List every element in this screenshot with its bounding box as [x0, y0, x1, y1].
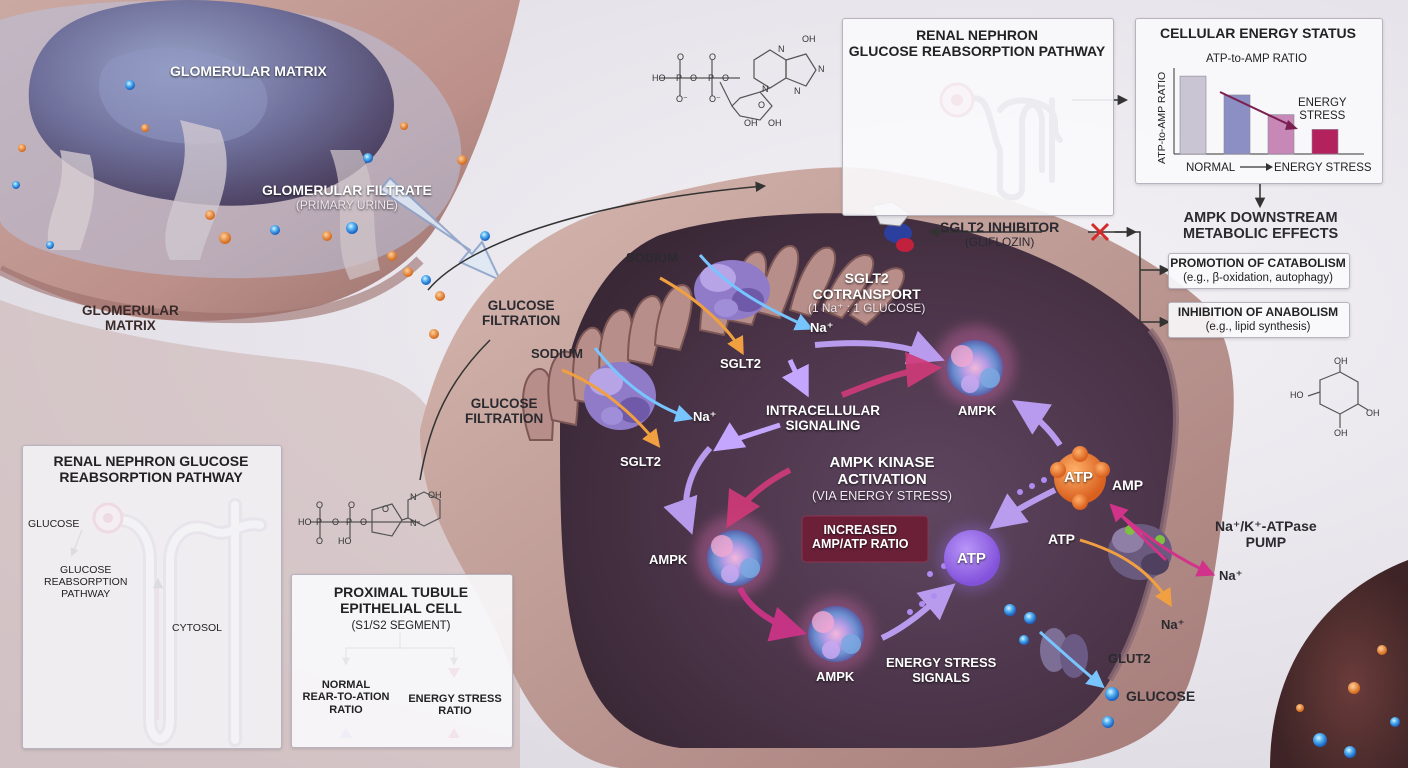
glucose-structure-right	[1307, 364, 1369, 428]
ampk-kinase-activation-label: AMPK KINASE ACTIVATION (VIA ENERGY STRES…	[812, 454, 953, 503]
energy-stress-signals-label: ENERGY STRESS SIGNALS	[886, 655, 997, 685]
glomerular-filtrate-label: GLOMERULAR FILTRATE (PRIMARY URINE)	[262, 182, 432, 212]
amp-label: AMP	[1112, 477, 1144, 493]
energy-status-panel	[1135, 18, 1383, 184]
tissue-particles	[1296, 645, 1400, 758]
increased-ratio-label: INCREASED AMP/ATP RATIO	[812, 523, 909, 551]
ampk-complex-top	[947, 340, 1003, 396]
cell-info-right-label: ENERGY STRESS RATIO	[408, 693, 502, 718]
sodium-label-1: SODIUM	[626, 250, 678, 265]
energy-bar-4	[1311, 129, 1339, 155]
atp-purple-molecule	[938, 524, 1006, 592]
anabolism-label: INHIBITION OF ANABOLISM (e.g., lipid syn…	[1177, 305, 1339, 333]
atp-orange-label: ATP	[1064, 469, 1093, 486]
ampk-bottom-label: AMPK	[816, 669, 855, 684]
energy-panel-title: CELLULAR ENERGY STATUS	[1159, 25, 1356, 41]
glomerular-matrix-left-label: GLOMERULAR MATRIX	[82, 303, 179, 334]
glomerular-matrix-top-label: GLOMERULAR MATRIX	[170, 63, 327, 79]
na-pump-out-label: Na⁺	[1219, 568, 1243, 583]
basolateral-membrane	[1107, 328, 1179, 682]
atp-purple-label: ATP	[957, 550, 986, 567]
cell-info-panel	[291, 574, 513, 748]
anabolism-box	[1168, 302, 1350, 338]
ampk-complex-bottom	[808, 606, 864, 662]
sglt2-transporter-1	[694, 260, 770, 320]
energy-bar-2	[1223, 94, 1251, 155]
cell-info-title: PROXIMAL TUBULE EPITHELIAL CELL	[333, 584, 469, 616]
glucose-filtration-label-1: GLUCOSE FILTRATION	[482, 298, 561, 329]
sodium-label-2: SODIUM	[531, 346, 583, 361]
catabolism-box	[1168, 253, 1350, 289]
increased-ratio-box	[801, 515, 929, 563]
na-label-1: Na⁺	[810, 320, 834, 335]
ampk-left-label: AMPK	[649, 552, 688, 567]
energy-panel-ylabel: ATP-to-AMP RATIO	[1156, 71, 1169, 164]
dna-structure-left	[310, 491, 441, 538]
left-glucose-label: GLUCOSE	[28, 518, 80, 530]
signal-dots	[907, 477, 1047, 615]
na-k-atpase-pump	[1108, 524, 1172, 580]
na-pump-down-label: Na⁺	[1161, 617, 1185, 632]
cell-info-left-label: NORMAL REAR-TO-ATION RATIO	[302, 679, 390, 716]
adjacent-tissue	[1270, 560, 1408, 768]
intracellular-signaling-label: INTRACELLULAR SIGNALING	[766, 403, 880, 434]
capsule-rim	[0, 256, 424, 324]
glut2-label: GLUT2	[1108, 651, 1151, 666]
glucose-label: GLUCOSE	[1126, 688, 1196, 704]
energy-bar-chart	[1173, 68, 1364, 155]
glucose-filtration-label-2: GLUCOSE FILTRATION	[465, 396, 544, 427]
glucose-particles	[1004, 604, 1119, 728]
catabolism-label: PROMOTION OF CATABOLISM (e.g., β-oxidati…	[1170, 256, 1346, 284]
left-nephron-panel-title: RENAL NEPHRON GLUCOSE REABSORPTION PATHW…	[53, 453, 249, 485]
energy-x-left: NORMAL	[1186, 162, 1236, 174]
sglt2-inhibitor-label: SGLT2 INHIBITOR (GLIFLOZIN)	[940, 219, 1060, 249]
energy-x-right: ENERGY STRESS	[1274, 162, 1372, 174]
ampk-complex-left	[707, 530, 763, 586]
left-nephron-panel	[22, 445, 282, 749]
energy-annotation: ENERGY STRESS	[1298, 97, 1347, 122]
inhibition-x-icon	[1090, 222, 1110, 242]
na-label-2: Na⁺	[693, 409, 717, 424]
sglt2-cotransport-label: SGLT2 COTRANSPORT (1 Na⁺ : 1 GLUCOSE)	[808, 270, 926, 316]
ampk-top-label: AMPK	[958, 403, 997, 418]
top-nephron-panel-title: RENAL NEPHRON GLUCOSE REABSORPTION PATHW…	[848, 27, 1106, 59]
left-reabsorption-label: GLUCOSE REABSORPTION PATHWAY	[44, 564, 128, 600]
atp-orange-molecule	[1050, 446, 1110, 510]
ampk-effects-title: AMPK DOWNSTREAM METABOLIC EFFECTS	[1183, 210, 1339, 243]
atp-structure-top	[660, 49, 817, 121]
atp-side-label: ATP	[1048, 531, 1075, 547]
sglt2-label-2: SGLT2	[620, 454, 661, 469]
pump-label: Na⁺/K⁺-ATPase PUMP	[1215, 518, 1317, 550]
sglt2-label-1: SGLT2	[720, 356, 761, 371]
top-nephron-panel	[842, 18, 1114, 216]
cytoplasm	[560, 213, 1176, 748]
filtration-arrow	[378, 176, 503, 283]
energy-trend-arrowhead	[1285, 120, 1298, 130]
energy-x-arrow	[1240, 163, 1273, 171]
energy-bar-1	[1179, 75, 1207, 155]
energy-trend-arrow	[1219, 91, 1293, 127]
cell-info-segment: (S1/S2 SEGMENT)	[351, 620, 451, 632]
energy-panel-subtitle: ATP-to-AMP RATIO	[1206, 53, 1307, 65]
left-cytosol-label: CYTOSOL	[172, 622, 222, 634]
